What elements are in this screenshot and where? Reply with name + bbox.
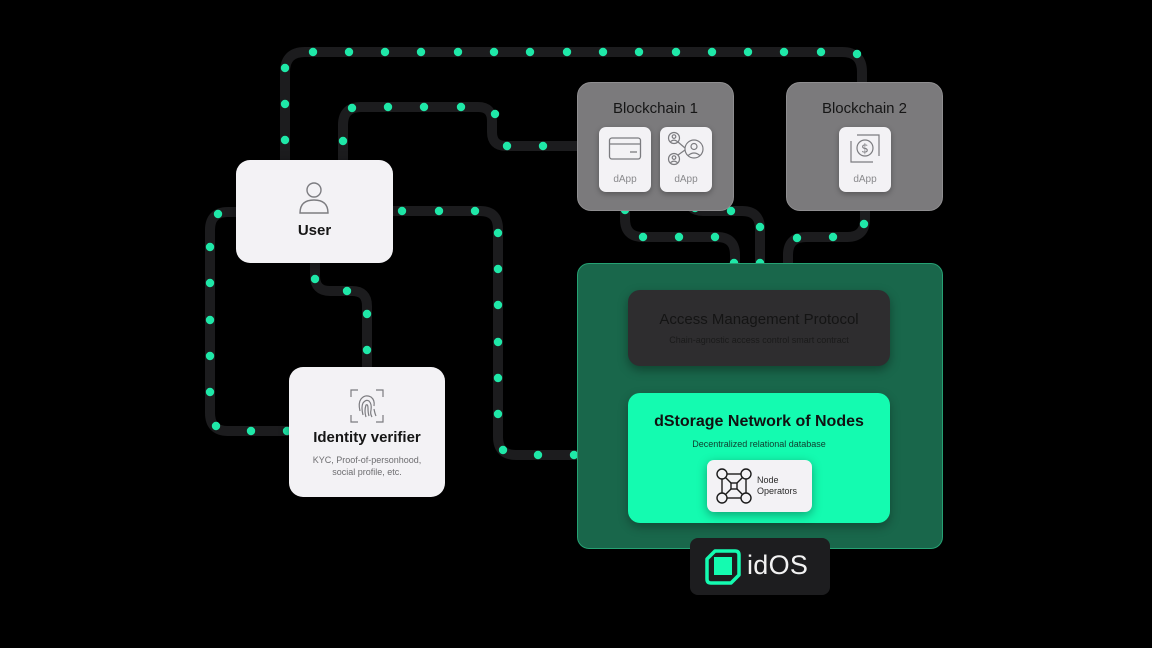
blockchain-2-title: Blockchain 2 [821,100,908,117]
flow-dot [493,373,503,383]
flow-dot [205,387,215,397]
social-network-icon [667,131,704,166]
flow-dot [397,206,407,216]
flow-dot [211,421,221,431]
flow-dot [205,351,215,361]
blockchain-1-title: Blockchain 1 [612,100,699,117]
flow-dot [538,141,548,151]
identity-verifier-desc-1: KYC, Proof-of-personhood, [312,455,422,465]
flow-dot [674,232,684,242]
flow-dot [416,47,426,57]
flow-dot [205,242,215,252]
flow-dot [710,232,720,242]
flow-dot [246,426,256,436]
dapp-label: dApp [853,174,877,185]
dapp-card[interactable]: dApp [599,127,651,192]
flow-dot [852,49,862,59]
identity-verifier-desc-2: social profile, etc. [332,467,402,477]
flow-dot [828,232,838,242]
flow-dot [347,103,357,113]
dapp-label: dApp [613,174,637,185]
flow-dot [816,47,826,57]
dstorage-title: dStorage Network of Nodes [654,413,864,430]
node-operators-label-2: Operators [757,486,798,496]
flow-dot [453,47,463,57]
flow-dot [383,102,393,112]
flow-dot [792,233,802,243]
idos-brand-name: idOS [747,550,809,580]
path-user-to-blockchain1 [338,102,577,160]
flow-dot [859,219,869,229]
flow-dot [493,228,503,238]
flow-dot [498,445,508,455]
identity-verifier-node[interactable]: Identity verifier KYC, Proof-of-personho… [289,367,445,497]
flow-dot [456,102,466,112]
user-icon [299,182,329,214]
flow-dot [338,136,348,146]
node-operators-label-1: Node [757,475,779,485]
flow-dot [743,47,753,57]
flow-dot [310,274,320,284]
flow-dot [502,141,512,151]
flow-dot [779,47,789,57]
flow-dot [380,47,390,57]
identity-verifier-title: Identity verifier [313,429,421,446]
flow-dot [533,450,543,460]
flow-dot [726,206,736,216]
flow-dot [362,345,372,355]
user-label: User [297,222,332,239]
flow-dot [308,47,318,57]
flow-dot [493,337,503,347]
dapp-dollar[interactable]: $ dApp [839,127,891,192]
flow-dot [490,109,500,119]
flow-dot [569,450,579,460]
flow-dot [638,232,648,242]
flow-dot [489,47,499,57]
flow-dot [205,278,215,288]
idos-logo-icon [705,549,741,585]
flow-dot [280,135,290,145]
flow-dot [598,47,608,57]
flow-dot [280,63,290,73]
amp-title: Access Management Protocol [659,311,859,328]
svg-text:$: $ [861,142,869,156]
user-node[interactable]: User [236,160,393,263]
flow-dot [419,102,429,112]
flow-dot [280,99,290,109]
flow-dot [213,209,223,219]
path-user-to-identity-bottom [310,263,372,367]
fingerprint-icon [350,389,384,423]
flow-dot [205,315,215,325]
node-operators[interactable]: Node Operators [707,460,812,512]
flow-dot [493,264,503,274]
flow-dot [634,47,644,57]
flow-dot [755,222,765,232]
flow-dot [434,206,444,216]
flow-dot [344,47,354,57]
idos-brand-badge: idOS [690,538,830,595]
dapp-social[interactable]: dApp [660,127,712,192]
dstorage-subtitle: Decentralized relational database [692,439,826,449]
amp-subtitle: Chain-agnostic access control smart cont… [669,335,849,345]
flow-dot [362,309,372,319]
credit-card-icon [608,137,642,160]
flow-dot [342,286,352,296]
flow-dot [493,409,503,419]
flow-dot [493,300,503,310]
flow-dot [470,206,480,216]
path-user-to-dstorage [393,206,628,460]
flow-dot [562,47,572,57]
path-user-to-blockchain2 [280,47,867,160]
flow-dot [707,47,717,57]
flow-dot [525,47,535,57]
node-network-icon [716,468,752,504]
dapp-label: dApp [674,174,698,185]
access-management-protocol[interactable]: Access Management Protocol Chain-agnosti… [628,290,890,366]
dollar-coin-icon: $ [850,134,880,163]
flow-dot [671,47,681,57]
